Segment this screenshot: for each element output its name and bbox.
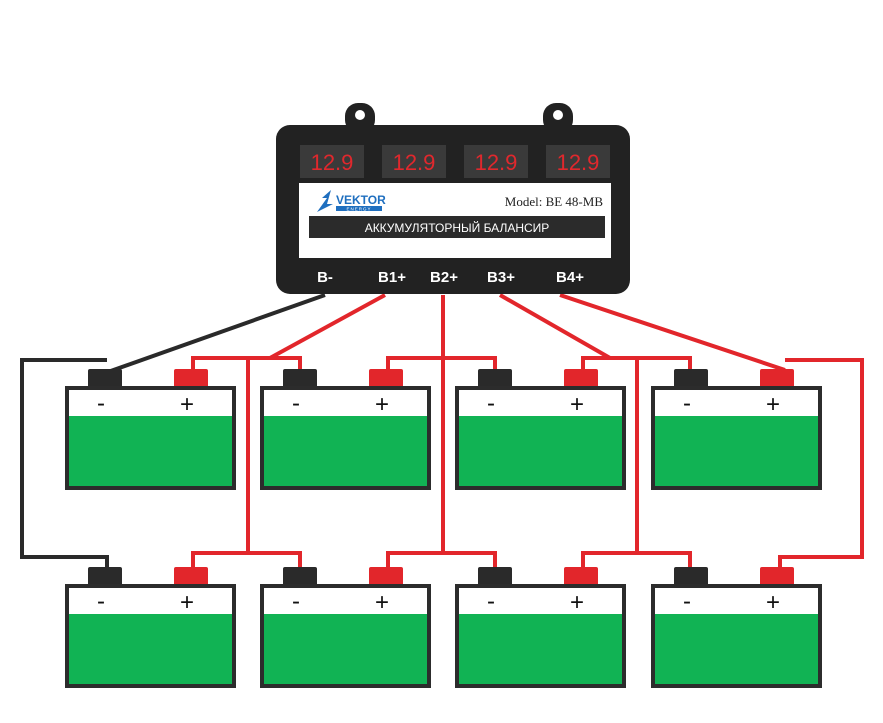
plus-symbol: + [375, 589, 389, 616]
plus-symbol: + [180, 391, 194, 418]
battery-cell [264, 416, 427, 486]
wire-b-minus [104, 293, 326, 375]
terminal-label-b-minus: B- [317, 269, 333, 286]
minus-terminal [88, 369, 122, 388]
minus-terminal [478, 567, 512, 586]
brand-sub: ENERGY [346, 207, 371, 212]
plus-terminal [369, 369, 403, 388]
minus-symbol: - [487, 588, 495, 615]
battery-5: -+ [65, 567, 236, 688]
minus-terminal [674, 369, 708, 388]
plus-terminal [760, 567, 794, 586]
voltage-readout-3: 12.9 [475, 150, 518, 175]
battery-8: -+ [651, 567, 822, 688]
battery-lid [459, 390, 622, 416]
plus-terminal [174, 369, 208, 388]
brand-sub-bar [336, 206, 382, 211]
battery-cell [655, 614, 818, 684]
battery-cell [69, 614, 232, 684]
minus-terminal [88, 567, 122, 586]
battery-lid [264, 390, 427, 416]
battery-lid [655, 390, 818, 416]
battery-lid [655, 588, 818, 614]
plus-terminal [174, 567, 208, 586]
terminal-label-b3-plus: B3+ [487, 269, 515, 286]
wire-series-link-right [778, 358, 864, 570]
plus-symbol: + [570, 391, 584, 418]
wire-bottom-bus-2 [386, 551, 497, 570]
plus-symbol: + [375, 391, 389, 418]
wire-top-bus-2 [386, 356, 497, 370]
title-strip [309, 216, 605, 238]
minus-symbol: - [683, 588, 691, 615]
battery-cell [459, 416, 622, 486]
logo-bolt-icon [317, 190, 333, 212]
mounting-hole-left [355, 110, 365, 120]
wire-b1-plus [269, 293, 386, 360]
minus-symbol: - [683, 390, 691, 417]
wire-bottom-bus-3 [581, 551, 692, 570]
voltage-display-3 [464, 145, 528, 178]
battery-7: -+ [455, 567, 626, 688]
voltage-display-2 [382, 145, 446, 178]
battery-lid [69, 588, 232, 614]
battery-cell [264, 614, 427, 684]
plus-terminal [564, 369, 598, 388]
plus-terminal [369, 567, 403, 586]
battery-cell [459, 614, 622, 684]
battery-6: -+ [260, 567, 431, 688]
wires [20, 293, 864, 570]
battery-2: -+ [260, 369, 431, 490]
battery-lid [264, 588, 427, 614]
minus-symbol: - [97, 588, 105, 615]
battery-lid [69, 390, 232, 416]
minus-terminal [283, 369, 317, 388]
plus-symbol: + [766, 589, 780, 616]
terminal-label-b4-plus: B4+ [556, 269, 584, 286]
wire-b3-plus [499, 293, 611, 360]
battery-cell [69, 416, 232, 486]
balancer-device: 12.9 12.9 12.9 12.9 VEKTOR ENERGY Model:… [276, 103, 630, 294]
minus-terminal [674, 567, 708, 586]
voltage-readout-1: 12.9 [311, 150, 354, 175]
terminal-label-b1-plus: B1+ [378, 269, 406, 286]
wire-bottom-bus-1 [191, 551, 302, 570]
battery-bank: -+-+-+-+-+-+-+-+ [65, 369, 822, 688]
voltage-readout-2: 12.9 [393, 150, 436, 175]
wire-b4-plus [559, 293, 786, 372]
minus-symbol: - [292, 588, 300, 615]
minus-terminal [283, 567, 317, 586]
minus-symbol: - [292, 390, 300, 417]
device-title: АККУМУЛЯТОРНЫЙ БАЛАНСИР [365, 220, 550, 235]
battery-lid [459, 588, 622, 614]
terminal-label-b2-plus: B2+ [430, 269, 458, 286]
plus-symbol: + [180, 589, 194, 616]
plus-symbol: + [570, 589, 584, 616]
model-label: Model: BE 48-MB [505, 194, 604, 209]
plus-symbol: + [766, 391, 780, 418]
battery-cell [655, 416, 818, 486]
minus-symbol: - [487, 390, 495, 417]
plus-terminal [564, 567, 598, 586]
voltage-display-4 [546, 145, 610, 178]
plus-terminal [760, 369, 794, 388]
battery-1: -+ [65, 369, 236, 490]
battery-3: -+ [455, 369, 626, 490]
voltage-readout-4: 12.9 [557, 150, 600, 175]
mounting-hole-right [553, 110, 563, 120]
battery-4: -+ [651, 369, 822, 490]
minus-symbol: - [97, 390, 105, 417]
voltage-display-1 [300, 145, 364, 178]
wire-series-link-left [20, 358, 109, 570]
brand-name: VEKTOR [336, 193, 386, 207]
minus-terminal [478, 369, 512, 388]
vektor-logo: VEKTOR ENERGY [317, 190, 386, 212]
